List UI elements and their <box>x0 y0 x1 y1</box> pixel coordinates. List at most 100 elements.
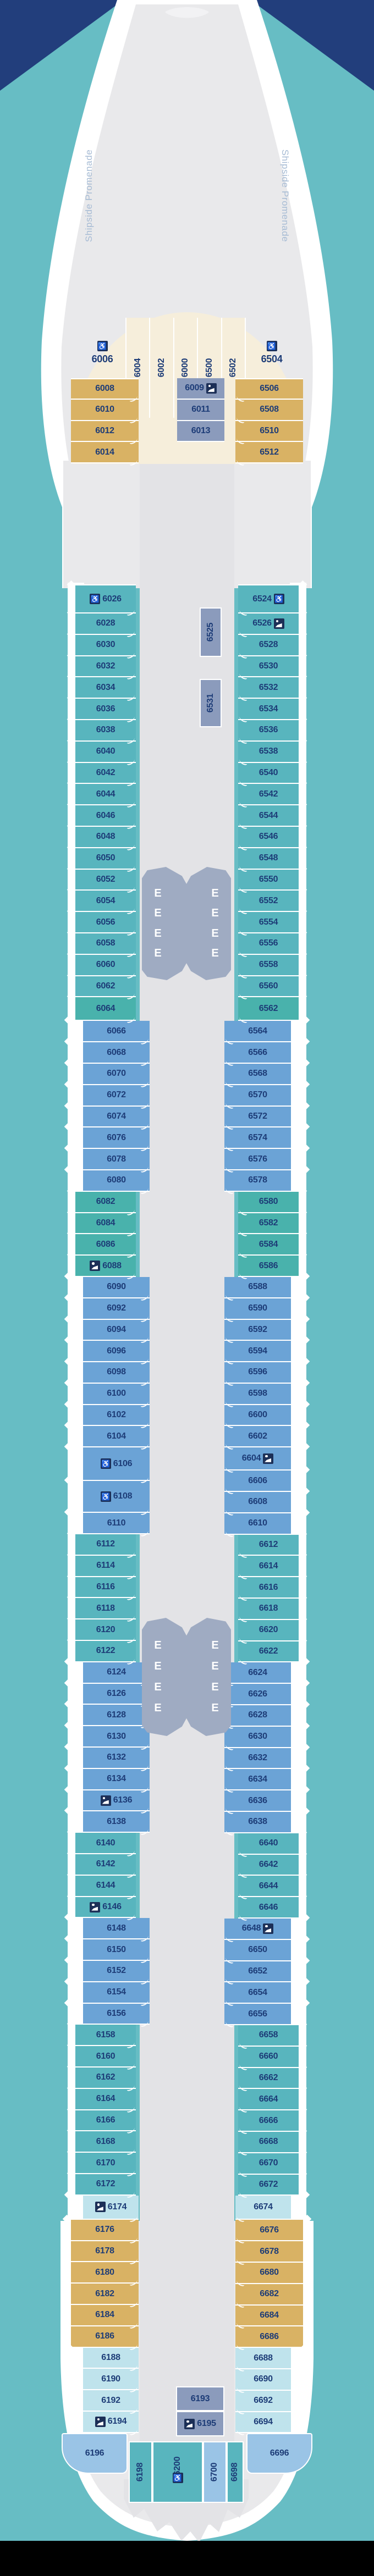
cabin-6012[interactable]: 6012 <box>71 421 139 443</box>
cabin-6148[interactable]: 6148 <box>83 1918 150 1940</box>
cabin-6166[interactable]: 6166 <box>75 2110 136 2132</box>
cabin-6678[interactable]: 6678 <box>235 2241 303 2263</box>
cabin-6618[interactable]: 6618 <box>238 1599 299 1620</box>
cabin-6534[interactable]: 6534 <box>238 699 299 720</box>
cabin-6550[interactable]: 6550 <box>238 869 299 891</box>
cabin-6154[interactable]: 6154 <box>83 1982 150 2004</box>
cabin-6688[interactable]: 6688 <box>235 2348 291 2369</box>
cabin-6658[interactable]: 6658 <box>238 2025 299 2047</box>
cabin-6582[interactable]: 6582 <box>238 1213 299 1235</box>
cabin-6640[interactable]: 6640 <box>238 1833 299 1855</box>
cabin-6554[interactable]: 6554 <box>238 912 299 933</box>
cabin-6594[interactable]: 6594 <box>224 1341 291 1363</box>
cabin-6660[interactable]: 6660 <box>238 2046 299 2068</box>
cabin-6668[interactable]: 6668 <box>238 2131 299 2153</box>
cabin-6176[interactable]: 6176 <box>71 2219 139 2241</box>
cabin-6060[interactable]: 6060 <box>75 954 136 976</box>
cabin-6134[interactable]: 6134 <box>83 1768 150 1790</box>
cabin-6009[interactable]: 6009 <box>177 378 224 400</box>
cabin-6114[interactable]: 6114 <box>75 1555 136 1577</box>
cabin-6132[interactable]: 6132 <box>83 1748 150 1769</box>
cabin-6186[interactable]: 6186 <box>71 2326 139 2348</box>
cabin-6108[interactable]: ♿6108 <box>83 1481 150 1513</box>
cabin-6010[interactable]: 6010 <box>71 399 139 421</box>
cabin-6120[interactable]: 6120 <box>75 1619 136 1641</box>
cabin-6525[interactable]: 6525 <box>200 607 222 657</box>
cabin-6536[interactable]: 6536 <box>238 720 299 742</box>
cabin-6168[interactable]: 6168 <box>75 2131 136 2153</box>
cabin-6156[interactable]: 6156 <box>83 2003 150 2025</box>
cabin-6596[interactable]: 6596 <box>224 1362 291 1384</box>
cabin-6198[interactable]: 6198 <box>129 2441 152 2503</box>
cabin-6540[interactable]: 6540 <box>238 762 299 784</box>
cabin-6578[interactable]: 6578 <box>224 1170 291 1192</box>
cabin-6064[interactable]: 6064 <box>75 997 136 1021</box>
cabin-6598[interactable]: 6598 <box>224 1383 291 1405</box>
cabin-6178[interactable]: 6178 <box>71 2241 139 2263</box>
cabin-6531[interactable]: 6531 <box>200 679 222 727</box>
cabin-6622[interactable]: 6622 <box>238 1641 299 1663</box>
cabin-6184[interactable]: 6184 <box>71 2304 139 2326</box>
cabin-6046[interactable]: 6046 <box>75 805 136 827</box>
cabin-6624[interactable]: 6624 <box>224 1662 291 1684</box>
cabin-6054[interactable]: 6054 <box>75 891 136 913</box>
cabin-6546[interactable]: 6546 <box>238 826 299 848</box>
cabin-6506[interactable]: 6506 <box>235 378 303 400</box>
cabin-6672[interactable]: 6672 <box>238 2174 299 2196</box>
cabin-6574[interactable]: 6574 <box>224 1127 291 1149</box>
cabin-6634[interactable]: 6634 <box>224 1769 291 1791</box>
cabin-6628[interactable]: 6628 <box>224 1705 291 1727</box>
cabin-6692[interactable]: 6692 <box>235 2390 291 2412</box>
cabin-6510[interactable]: 6510 <box>235 421 303 443</box>
cabin-6680[interactable]: 6680 <box>235 2262 303 2284</box>
cabin-6646[interactable]: 6646 <box>238 1897 299 1919</box>
cabin-6560[interactable]: 6560 <box>238 976 299 998</box>
cabin-6200[interactable]: 6200♿ <box>152 2441 203 2503</box>
cabin-6118[interactable]: 6118 <box>75 1598 136 1620</box>
cabin-6128[interactable]: 6128 <box>83 1705 150 1727</box>
cabin-6070[interactable]: 6070 <box>83 1063 150 1085</box>
cabin-6592[interactable]: 6592 <box>224 1319 291 1341</box>
cabin-6684[interactable]: 6684 <box>235 2305 303 2327</box>
cabin-6144[interactable]: 6144 <box>75 1875 136 1897</box>
cabin-6102[interactable]: 6102 <box>83 1405 150 1427</box>
cabin-6098[interactable]: 6098 <box>83 1362 150 1384</box>
cabin-6014[interactable]: 6014 <box>71 442 139 464</box>
cabin-6013[interactable]: 6013 <box>177 421 224 443</box>
cabin-6508[interactable]: 6508 <box>235 399 303 421</box>
cabin-6160[interactable]: 6160 <box>75 2046 136 2068</box>
cabin-6068[interactable]: 6068 <box>83 1042 150 1064</box>
cabin-6528[interactable]: 6528 <box>238 634 299 656</box>
cabin-6182[interactable]: 6182 <box>71 2284 139 2305</box>
cabin-6084[interactable]: 6084 <box>75 1213 136 1235</box>
cabin-6106[interactable]: ♿6106 <box>83 1447 150 1482</box>
cabin-6140[interactable]: 6140 <box>75 1833 136 1855</box>
cabin-6126[interactable]: 6126 <box>83 1683 150 1705</box>
cabin-6044[interactable]: 6044 <box>75 784 136 806</box>
cabin-6006[interactable]: ♿6006 <box>77 330 128 376</box>
cabin-6590[interactable]: 6590 <box>224 1298 291 1320</box>
cabin-6172[interactable]: 6172 <box>75 2174 136 2196</box>
cabin-6664[interactable]: 6664 <box>238 2089 299 2111</box>
cabin-6558[interactable]: 6558 <box>238 954 299 976</box>
cabin-6548[interactable]: 6548 <box>238 848 299 870</box>
cabin-6076[interactable]: 6076 <box>83 1127 150 1149</box>
cabin-6193[interactable]: 6193 <box>176 2386 224 2411</box>
cabin-6568[interactable]: 6568 <box>224 1063 291 1085</box>
cabin-6602[interactable]: 6602 <box>224 1426 291 1448</box>
cabin-6654[interactable]: 6654 <box>224 1982 291 2004</box>
cabin-6130[interactable]: 6130 <box>83 1726 150 1748</box>
cabin-6032[interactable]: 6032 <box>75 656 136 678</box>
cabin-6190[interactable]: 6190 <box>83 2369 139 2391</box>
cabin-6694[interactable]: 6694 <box>235 2412 291 2434</box>
cabin-6062[interactable]: 6062 <box>75 976 136 998</box>
cabin-6526[interactable]: 6526 <box>238 613 299 635</box>
cabin-6538[interactable]: 6538 <box>238 741 299 763</box>
cabin-6150[interactable]: 6150 <box>83 1939 150 1961</box>
cabin-6116[interactable]: 6116 <box>75 1577 136 1599</box>
cabin-6100[interactable]: 6100 <box>83 1383 150 1405</box>
cabin-6048[interactable]: 6048 <box>75 826 136 848</box>
cabin-6648[interactable]: 6648 <box>224 1919 291 1940</box>
cabin-6610[interactable]: 6610 <box>224 1513 291 1535</box>
cabin-6552[interactable]: 6552 <box>238 891 299 913</box>
